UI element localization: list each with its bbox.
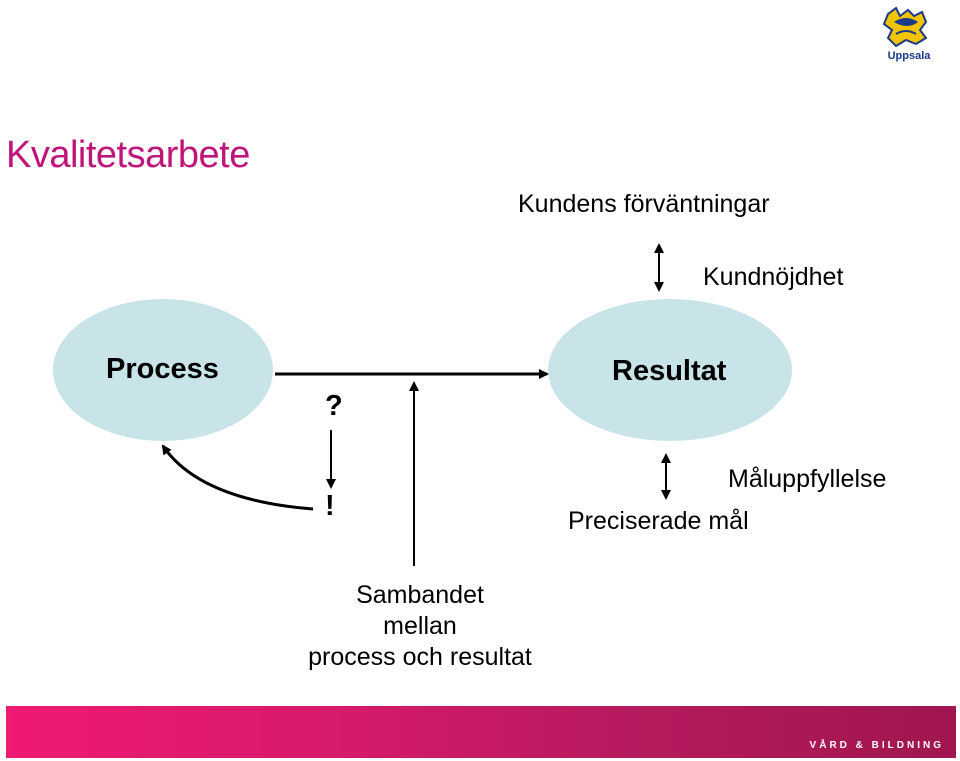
relation-line-3: process och resultat <box>308 643 532 671</box>
uppsala-logo <box>882 6 928 48</box>
relation-line-1: Sambandet <box>356 581 484 609</box>
process-ellipse <box>53 299 273 441</box>
process-node-label: Process <box>106 353 219 385</box>
result-ellipse <box>548 299 792 441</box>
footer-text: VÅRD & BILDNING <box>809 740 944 751</box>
customer-expectations-label: Kundens förväntningar <box>518 190 770 218</box>
result-node-label: Resultat <box>612 355 727 387</box>
feedback-arrow <box>161 444 314 511</box>
footer-bar: VÅRD & BILDNING <box>6 706 956 758</box>
slide-title: Kvalitetsarbete <box>6 134 250 176</box>
precise-goals-label: Preciserade mål <box>568 507 749 535</box>
question-mark-label: ? <box>325 390 343 422</box>
goal-fulfilment-label: Måluppfyllelse <box>728 465 887 493</box>
logo-text: Uppsala <box>887 50 931 62</box>
relation-line-2: mellan <box>383 612 457 640</box>
exclamation-mark-label: ! <box>325 490 335 522</box>
customer-satisfaction-label: Kundnöjdhet <box>703 263 844 291</box>
relation-text: Sambandet mellan process och resultat <box>300 580 540 673</box>
